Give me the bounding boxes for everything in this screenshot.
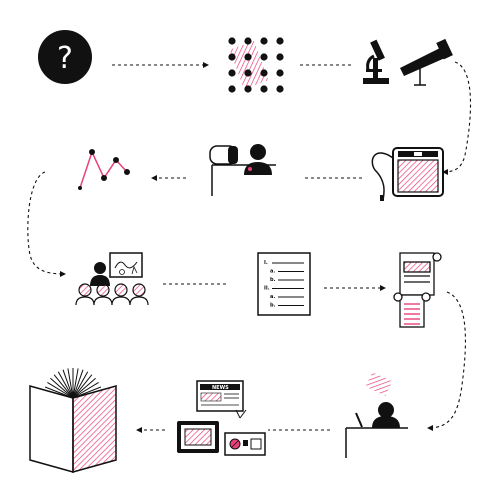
book-ray [50, 377, 74, 399]
outline-marker: a. [270, 269, 275, 275]
arrow-plot-to-presentation [27, 171, 66, 277]
grid-dot [228, 85, 236, 93]
book-ray [72, 381, 99, 399]
grid-dot [260, 53, 268, 61]
question-mark-icon: ? [38, 30, 92, 84]
outline-marker: II. [264, 286, 270, 292]
person-writing-icon [345, 372, 408, 458]
grid-dot [276, 85, 284, 93]
microscope-telescope-icon [363, 38, 453, 86]
grid-dot [260, 85, 268, 93]
line-plot-icon [78, 149, 130, 190]
open-book-icon [29, 368, 117, 473]
book-ray [72, 374, 93, 399]
outline-marker: b. [270, 277, 276, 283]
connectors [27, 61, 472, 433]
grid-dot [276, 37, 284, 45]
grid-dot [228, 37, 236, 45]
arrow-lab-to-tablet [442, 61, 472, 175]
grid-dot [276, 69, 284, 77]
grid-dot [260, 37, 268, 45]
book-ray [72, 377, 96, 399]
book-ray [67, 368, 74, 399]
arrow-scroll-to-writer [427, 291, 466, 431]
dot-grid-icon [228, 37, 284, 93]
book-ray [62, 369, 74, 399]
scroll-document-icon [393, 252, 442, 328]
grid-dot [228, 69, 236, 77]
grid-dot [244, 69, 252, 77]
book-ray [72, 369, 84, 399]
outline-document-icon: I.a.b.II.a.b. [257, 252, 311, 316]
grid-dot [244, 85, 252, 93]
grid-dot [244, 53, 252, 61]
newspaper-tv-radio-icon: NEWS [177, 380, 266, 456]
tablet-device-icon [371, 147, 444, 201]
person-at-desk-icon [209, 144, 276, 196]
grid-dot [228, 53, 236, 61]
grid-dot [244, 37, 252, 45]
audience-presentation-icon [75, 252, 149, 306]
book-ray [72, 368, 79, 399]
outline-marker: I. [264, 260, 268, 266]
book-ray [72, 371, 89, 399]
book-ray [47, 381, 74, 399]
news-label: NEWS [212, 385, 229, 391]
outline-marker: b. [270, 303, 276, 309]
book-ray [57, 371, 74, 399]
grid-dot [260, 69, 268, 77]
question-glyph: ? [57, 41, 73, 76]
outline-marker: a. [270, 294, 275, 300]
grid-dot [276, 53, 284, 61]
book-ray [53, 374, 74, 399]
